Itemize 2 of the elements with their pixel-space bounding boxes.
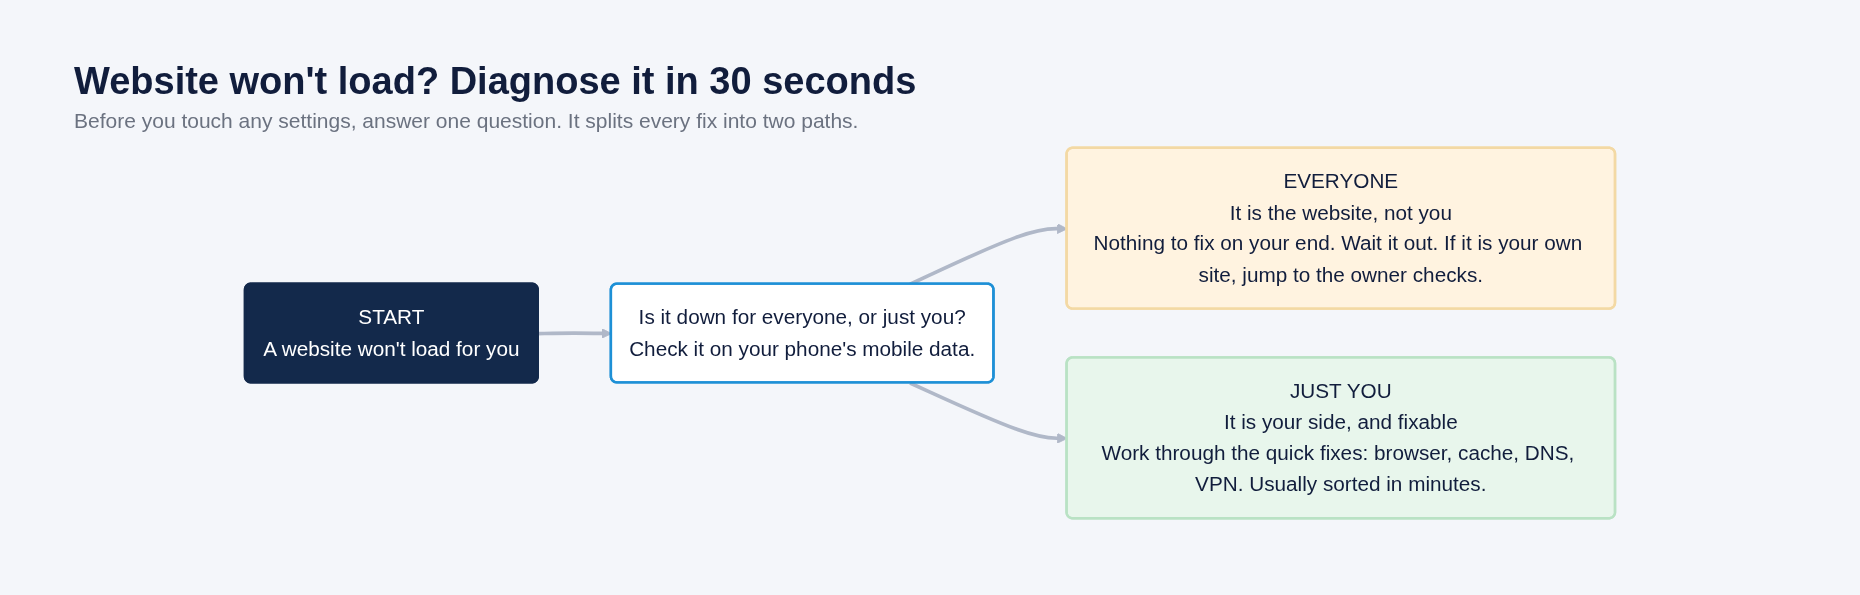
subtitle: Before you touch any settings, answer one question. It splits every fix into two paths. <box>74 109 859 133</box>
title: Website won't load? Diagnose it in 30 seconds <box>74 60 917 103</box>
